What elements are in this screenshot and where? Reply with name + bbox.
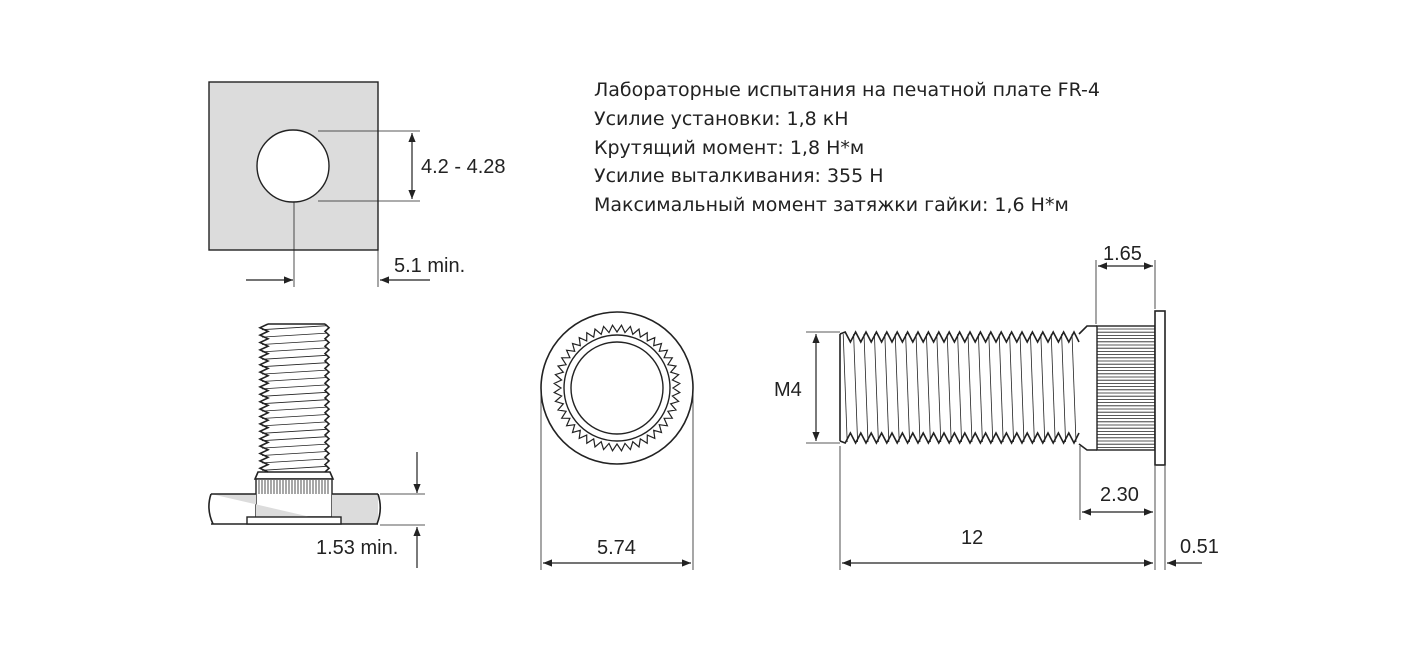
edge-distance-label: 5.1 min. (394, 255, 465, 277)
stud-profile-view: M4 1.65 2.30 12 0.51 (774, 243, 1219, 570)
profile-knurl (1096, 325, 1156, 451)
spec-pushout-force: Усилие выталкивания: 355 Н (594, 165, 884, 187)
spec-install-force: Усилие установки: 1,8 кН (594, 108, 849, 130)
stud-head (246, 516, 342, 525)
thread-label: M4 (774, 379, 802, 401)
stud-end-view: 5.74 (540, 311, 694, 570)
knurl-length-label: 1.65 (1103, 243, 1142, 265)
head-diameter-label: 5.74 (597, 537, 636, 559)
sheet-thickness-label: 1.53 min. (316, 537, 398, 559)
profile-head (1154, 310, 1166, 466)
hole-diameter-label: 4.2 - 4.28 (421, 156, 506, 178)
installed-stud-view: 1.53 min. (208, 323, 425, 568)
spec-max-nut-torque: Максимальный момент затяжки гайки: 1,6 Н… (594, 194, 1069, 216)
panel-hole-view: 4.2 - 4.28 5.1 min. (208, 81, 506, 287)
stud-thread-side (258, 323, 331, 473)
shank-length-label: 2.30 (1100, 484, 1139, 506)
mounting-hole (256, 129, 330, 203)
thread-minor (570, 341, 664, 435)
length-label: 12 (961, 527, 983, 549)
head-thickness-label: 0.51 (1180, 536, 1219, 558)
spec-torque: Крутящий момент: 1,8 Н*м (594, 137, 865, 159)
spec-title: Лабораторные испытания на печатной плате… (594, 79, 1100, 101)
stud-thread-profile (839, 330, 1080, 445)
